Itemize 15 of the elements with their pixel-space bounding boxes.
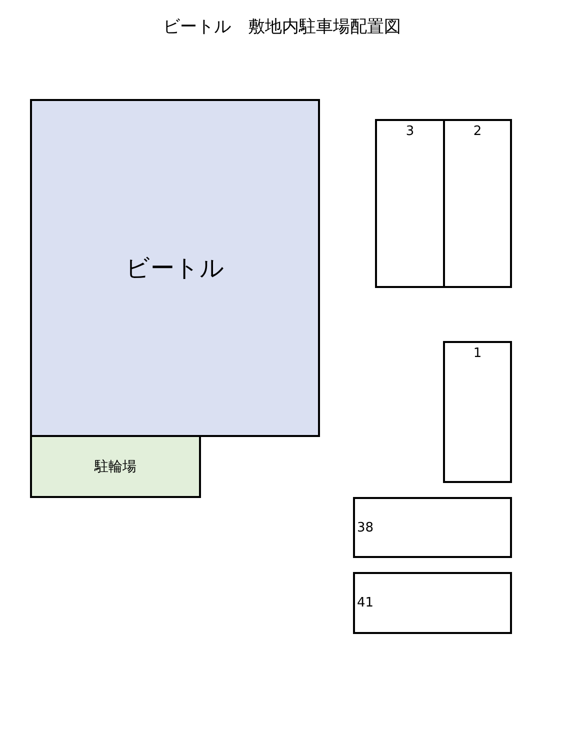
space-number: 3	[406, 125, 414, 138]
parking-space	[443, 119, 512, 288]
parking-space	[353, 497, 512, 558]
parking-space	[375, 119, 445, 288]
building-block	[30, 99, 320, 437]
space-number: 41	[357, 596, 374, 610]
title: ビートル 敷地内駐車場配置図	[163, 17, 401, 37]
bicycle-parking	[30, 435, 201, 498]
space-number: 1	[473, 347, 482, 360]
area-label: 駐輪場	[94, 460, 136, 474]
space-number: 38	[357, 521, 374, 534]
area-label: ビートル	[126, 256, 224, 280]
parking-space	[353, 572, 512, 634]
space-number: 2	[473, 125, 482, 138]
parking-space	[443, 341, 512, 483]
